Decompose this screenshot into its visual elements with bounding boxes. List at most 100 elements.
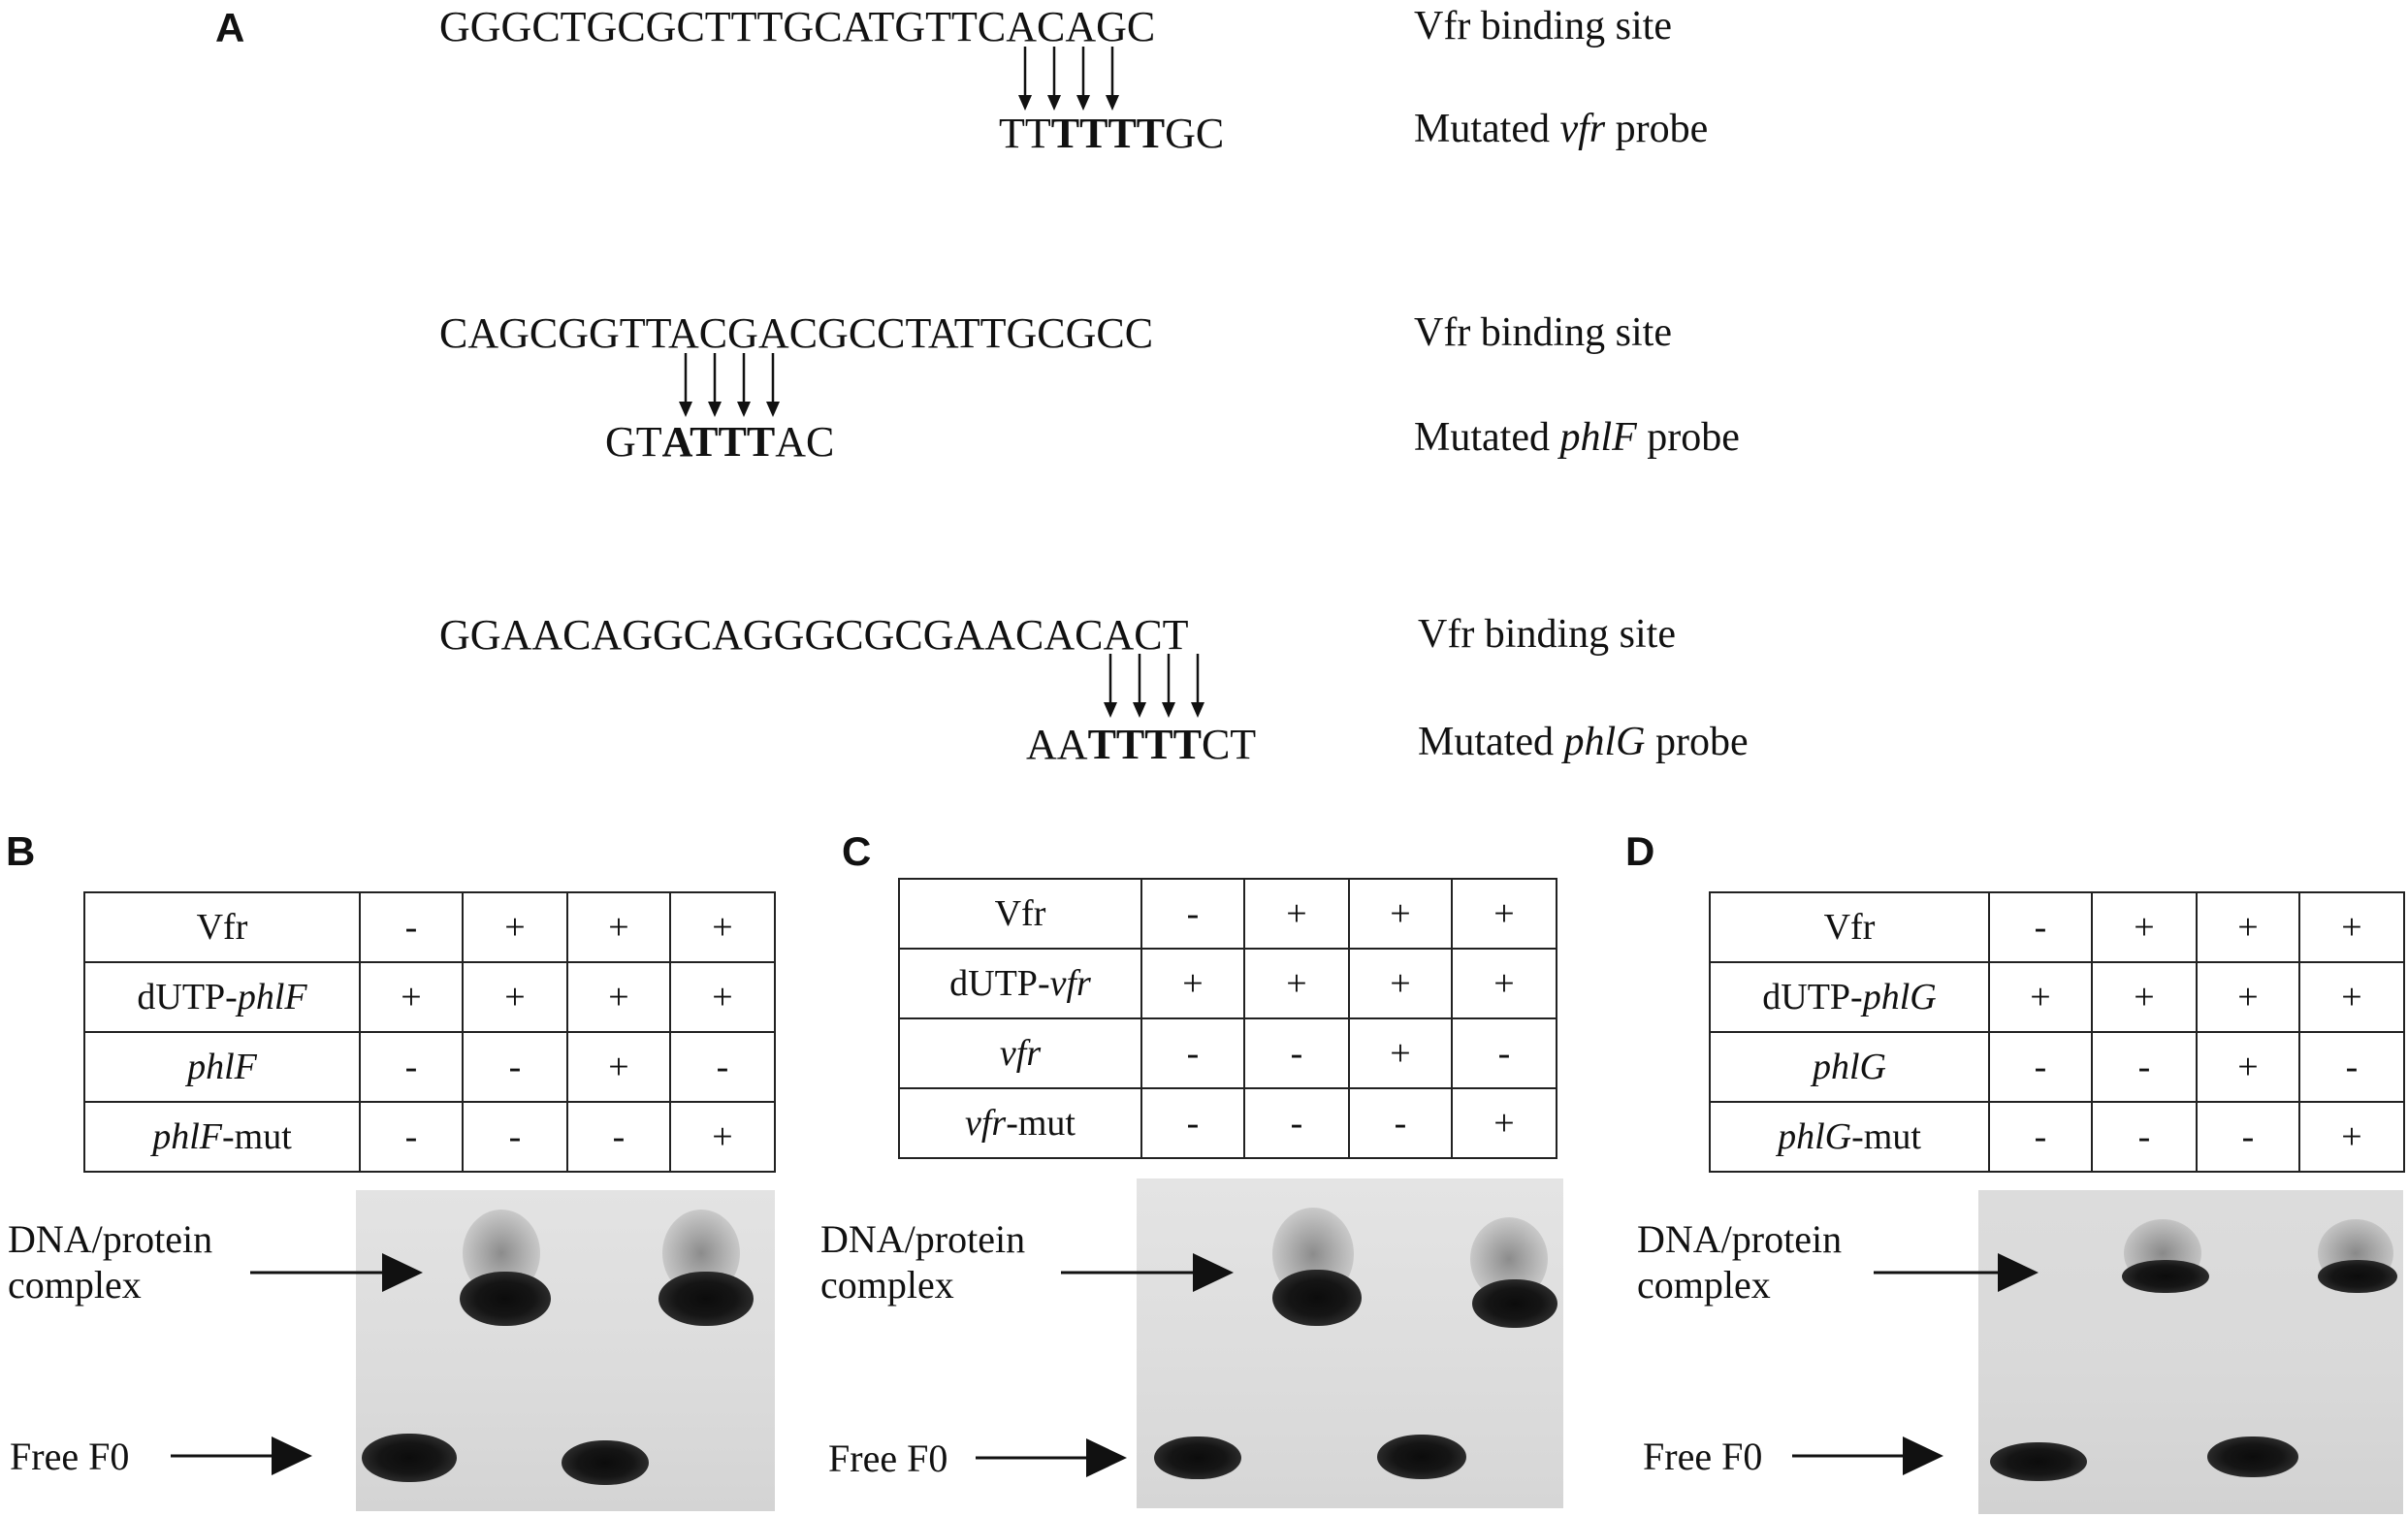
- panel-b-free-label: Free F0: [10, 1435, 130, 1478]
- table-cell: +: [1243, 948, 1350, 1019]
- table-cell: +: [1451, 878, 1557, 950]
- table-cell: +: [1348, 948, 1453, 1019]
- row-label-dutp: dUTP-phlG: [1709, 961, 1990, 1033]
- panel-d-letter: D: [1625, 828, 1655, 874]
- table-cell: -: [1451, 1017, 1557, 1089]
- table-cell: -: [1140, 878, 1245, 950]
- panel-c-gel-image: [1137, 1178, 1563, 1508]
- panel-d-free-arrow: [1792, 1435, 1947, 1477]
- complex-band-lane-2: [1272, 1270, 1362, 1326]
- table-cell: +: [2091, 961, 2198, 1033]
- mutated-phlf-probe-label: Mutated phlF probe: [1414, 415, 1740, 460]
- table-row: phlF - - + -: [83, 1031, 776, 1103]
- row-label-mutant-competitor: vfr-mut: [898, 1087, 1142, 1159]
- panel-c-complex-arrow: [1061, 1251, 1236, 1294]
- table-row: dUTP-vfr + + + +: [898, 948, 1557, 1019]
- table-cell: +: [1988, 961, 2093, 1033]
- row-label-mutant-competitor: phlF-mut: [83, 1101, 361, 1173]
- table-cell: -: [566, 1101, 671, 1173]
- table-cell: +: [1140, 948, 1245, 1019]
- row-label-competitor: vfr: [898, 1017, 1142, 1089]
- free-probe-band-lane-1: [362, 1434, 457, 1482]
- table-cell: -: [1243, 1087, 1350, 1159]
- free-probe-band-lane-3: [2207, 1436, 2298, 1477]
- row-label-vfr: Vfr: [83, 891, 361, 963]
- row-label-mutant-competitor: phlG-mut: [1709, 1101, 1990, 1173]
- table-cell: -: [2091, 1101, 2198, 1173]
- row-label-competitor: phlG: [1709, 1031, 1990, 1103]
- table-cell: -: [1140, 1017, 1245, 1089]
- mutated-phlg-probe-label: Mutated phlG probe: [1418, 720, 1749, 764]
- table-row: dUTP-phlG + + + +: [1709, 961, 2405, 1033]
- table-cell: -: [1348, 1087, 1453, 1159]
- table-row: phlG-mut - - - +: [1709, 1101, 2405, 1173]
- vfr-wild-sequence: GGGCTGCGCTTTGCATGTTCACAGC: [439, 3, 1156, 50]
- table-cell: +: [1348, 878, 1453, 950]
- table-cell: -: [2196, 1101, 2300, 1173]
- table-cell: +: [1243, 878, 1350, 950]
- phlf-mutated-sequence: GTATTTAC: [605, 418, 835, 466]
- table-cell: +: [2298, 891, 2405, 963]
- table-cell: +: [2196, 961, 2300, 1033]
- table-cell: +: [2298, 961, 2405, 1033]
- panel-b-gel-image: [356, 1190, 775, 1511]
- table-cell: +: [462, 891, 568, 963]
- table-cell: +: [1348, 1017, 1453, 1089]
- table-cell: -: [462, 1101, 568, 1173]
- complex-band-lane-4: [1472, 1279, 1557, 1328]
- free-probe-band-lane-1: [1154, 1436, 1241, 1479]
- table-cell: -: [359, 1101, 464, 1173]
- row-label-vfr: Vfr: [898, 878, 1142, 950]
- table-row: phlF-mut - - - +: [83, 1101, 776, 1173]
- vfr-binding-site-label: Vfr binding site: [1414, 4, 1672, 48]
- table-cell: +: [566, 891, 671, 963]
- table-row: dUTP-phlF + + + +: [83, 961, 776, 1033]
- row-label-competitor: phlF: [83, 1031, 361, 1103]
- table-cell: -: [462, 1031, 568, 1103]
- table-cell: +: [1451, 948, 1557, 1019]
- panel-d-complex-arrow: [1874, 1251, 2048, 1294]
- free-probe-band-lane-3: [562, 1440, 649, 1485]
- panel-c-free-arrow: [976, 1436, 1129, 1479]
- panel-d-gel-image: [1978, 1190, 2403, 1514]
- table-cell: -: [669, 1031, 776, 1103]
- table-cell: +: [1451, 1087, 1557, 1159]
- table-cell: +: [566, 1031, 671, 1103]
- table-cell: -: [2298, 1031, 2405, 1103]
- table-cell: +: [669, 1101, 776, 1173]
- table-row: Vfr - + + +: [83, 891, 776, 963]
- phlf-mutation-arrows: [669, 351, 844, 419]
- table-cell: +: [2196, 1031, 2300, 1103]
- vfr-mutated-sequence: TTTTTTGC: [999, 110, 1225, 157]
- table-cell: -: [1988, 1031, 2093, 1103]
- panel-b-condition-table: Vfr - + + + dUTP-phlF + + + + phlF - - +…: [83, 891, 776, 1173]
- phlg-binding-site-label: Vfr binding site: [1418, 612, 1676, 657]
- panel-a-letter: A: [215, 5, 245, 50]
- table-cell: -: [2091, 1031, 2198, 1103]
- panel-c-free-label: Free F0: [828, 1436, 948, 1480]
- panel-c-condition-table: Vfr - + + + dUTP-vfr + + + + vfr - - + -…: [898, 878, 1557, 1159]
- table-cell: +: [669, 961, 776, 1033]
- table-row: Vfr - + + +: [1709, 891, 2405, 963]
- table-cell: -: [1988, 891, 2093, 963]
- table-cell: -: [359, 891, 464, 963]
- panel-d-free-label: Free F0: [1643, 1435, 1763, 1478]
- table-row: vfr - - + -: [898, 1017, 1557, 1089]
- phlg-mutated-sequence: AATTTTCT: [1026, 721, 1257, 768]
- phlg-mutation-arrows: [1094, 652, 1268, 720]
- panel-b-letter: B: [6, 828, 36, 874]
- table-cell: +: [2091, 891, 2198, 963]
- row-label-dutp: dUTP-phlF: [83, 961, 361, 1033]
- table-cell: -: [1140, 1087, 1245, 1159]
- row-label-vfr: Vfr: [1709, 891, 1990, 963]
- table-cell: -: [1988, 1101, 2093, 1173]
- panel-c-letter: C: [842, 828, 872, 874]
- phlg-wild-sequence: GGAACAGGCAGGGCGCGAACACACT: [439, 611, 1189, 659]
- panel-d-condition-table: Vfr - + + + dUTP-phlG + + + + phlG - - +…: [1709, 891, 2405, 1173]
- table-cell: +: [2196, 891, 2300, 963]
- complex-band-lane-4: [658, 1272, 754, 1326]
